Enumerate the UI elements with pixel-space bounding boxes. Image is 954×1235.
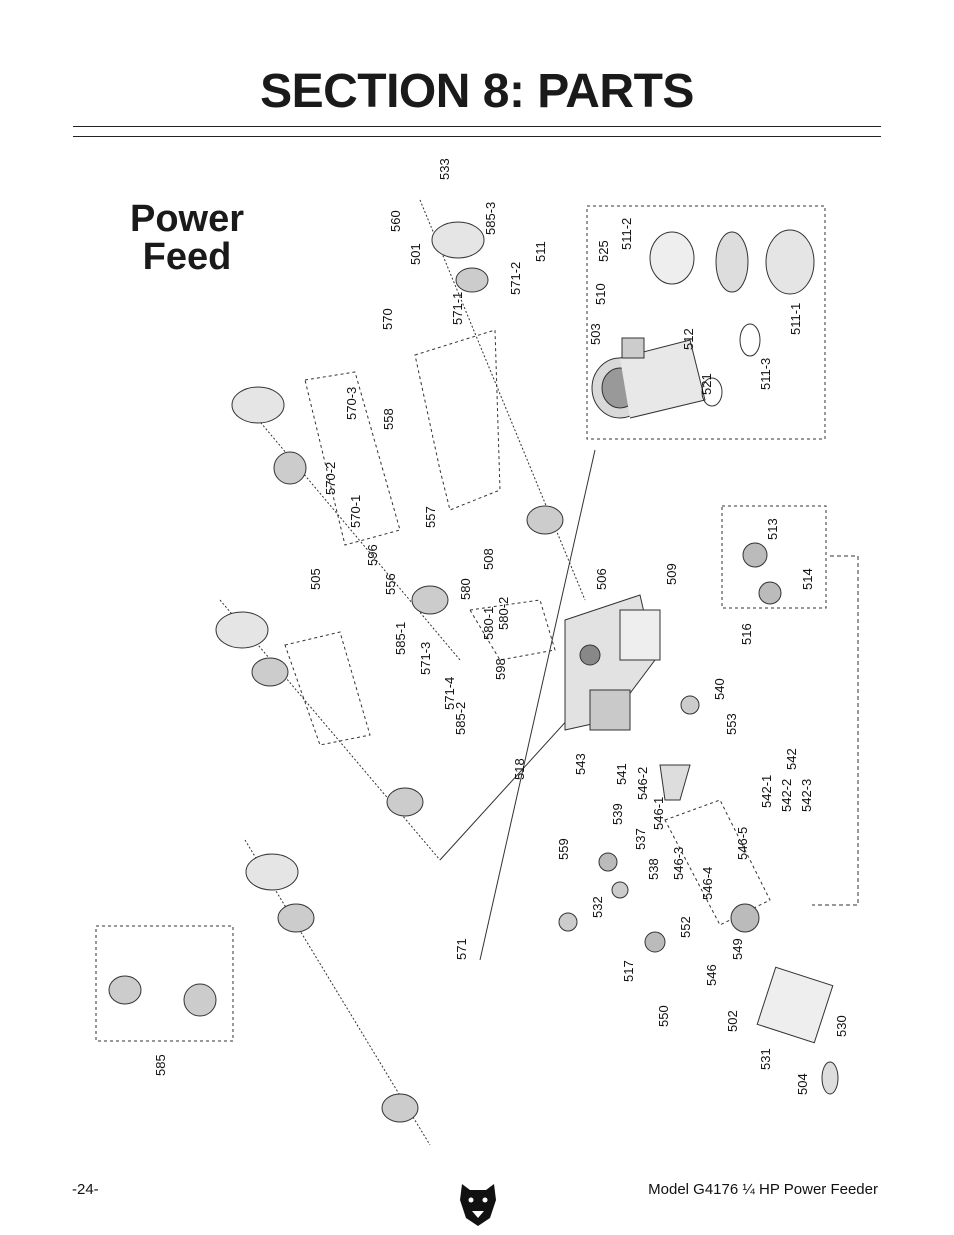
part-label: 531 [758, 1048, 773, 1070]
part-label: 506 [594, 568, 609, 590]
part-label: 504 [795, 1073, 810, 1095]
part-label: 580 [458, 578, 473, 600]
part-label: 558 [381, 408, 396, 430]
gear-513-514-box [721, 505, 827, 609]
part-label: 585-2 [453, 702, 468, 735]
part-label: 511-3 [758, 358, 773, 390]
part-label: 598 [493, 658, 508, 680]
gear-leader-dashed [812, 555, 859, 906]
part-label: 508 [481, 548, 496, 570]
diagram-heading: Power Feed [122, 200, 252, 276]
part-label: 541 [614, 763, 629, 785]
part-label: 532 [590, 896, 605, 918]
part-label: 511 [533, 241, 548, 262]
part-label: 530 [834, 1015, 849, 1037]
bear-head-icon [460, 1184, 496, 1226]
part-label: 543 [573, 753, 588, 775]
part-label: 570 [380, 308, 395, 330]
title-rule-bottom [73, 136, 881, 137]
part-label: 571 [454, 938, 469, 960]
part-label: 571-2 [508, 262, 523, 295]
part-label: 546-4 [700, 867, 715, 900]
part-label: 571-1 [450, 292, 465, 325]
clamp-585-box [95, 925, 234, 1042]
group-570-outline-2 [414, 329, 501, 511]
part-label: 580-1 [481, 607, 496, 640]
part-label: 542 [784, 748, 799, 770]
part-label: 501 [408, 243, 423, 265]
motor-group-box [586, 205, 826, 440]
part-label: 503 [588, 323, 603, 345]
part-label: 557 [423, 506, 438, 528]
part-label: 525 [596, 240, 611, 262]
part-label: 518 [512, 758, 527, 780]
part-label: 571-4 [442, 677, 457, 710]
part-label: 542-1 [759, 775, 774, 808]
part-label: 502 [725, 1010, 740, 1032]
part-label: 585-3 [483, 202, 498, 235]
part-label: 546-2 [635, 767, 650, 800]
part-label: 540 [712, 678, 727, 700]
part-label: 539 [610, 803, 625, 825]
part-label: 570-3 [344, 387, 359, 420]
part-label: 550 [656, 1005, 671, 1027]
part-label: 556 [383, 573, 398, 595]
diagram-artwork [95, 199, 859, 1146]
part-label: 510 [593, 283, 608, 305]
group-546-outline [664, 799, 771, 926]
part-label: 571-3 [418, 642, 433, 675]
part-label: 542-2 [779, 779, 794, 812]
part-label: 533 [437, 158, 452, 180]
diagram-heading-line1: Power [129, 198, 245, 240]
part-label: 553 [724, 713, 739, 735]
page-title: SECTION 8: PARTS [260, 65, 694, 118]
part-label: 549 [730, 938, 745, 960]
diagram-heading-line2: Feed [142, 236, 232, 278]
part-label: 511-1 [788, 303, 803, 335]
part-label: 585-1 [393, 622, 408, 655]
part-label: 546 [704, 964, 719, 986]
part-label: 596 [365, 544, 380, 566]
part-label: 560 [388, 210, 403, 232]
part-label: 546-5 [735, 827, 750, 860]
part-label: 517 [621, 960, 636, 982]
part-labels: 533 560 501 585-3 571-1 571-2 570 511 525 511-2 51… [153, 158, 849, 1095]
part-label: 580-2 [496, 597, 511, 630]
part-label: 537 [633, 828, 648, 850]
part-label: 570-2 [323, 462, 338, 495]
part-label: 513 [765, 518, 780, 540]
part-label: 570-1 [348, 495, 363, 528]
part-label: 514 [800, 568, 815, 590]
title-rule-top [73, 126, 881, 127]
model-name: Model G4176 ¼ HP Power Feeder [648, 1181, 878, 1198]
part-label: 552 [678, 916, 693, 938]
part-label: 516 [739, 623, 754, 645]
part-label: 559 [556, 838, 571, 860]
part-label: 546-1 [651, 797, 666, 830]
group-580-outline [469, 599, 556, 661]
part-label: 512 [681, 328, 696, 350]
part-label: 521 [699, 373, 714, 395]
part-label: 546-3 [671, 847, 686, 880]
part-label: 542-3 [799, 779, 814, 812]
page-number: -24- [72, 1181, 99, 1198]
part-label: 538 [646, 858, 661, 880]
part-label: 511-2 [619, 218, 634, 250]
part-label: 505 [308, 568, 323, 590]
part-label: 509 [664, 563, 679, 585]
group-570-outline-3 [284, 631, 371, 746]
part-label: 585 [153, 1054, 168, 1076]
